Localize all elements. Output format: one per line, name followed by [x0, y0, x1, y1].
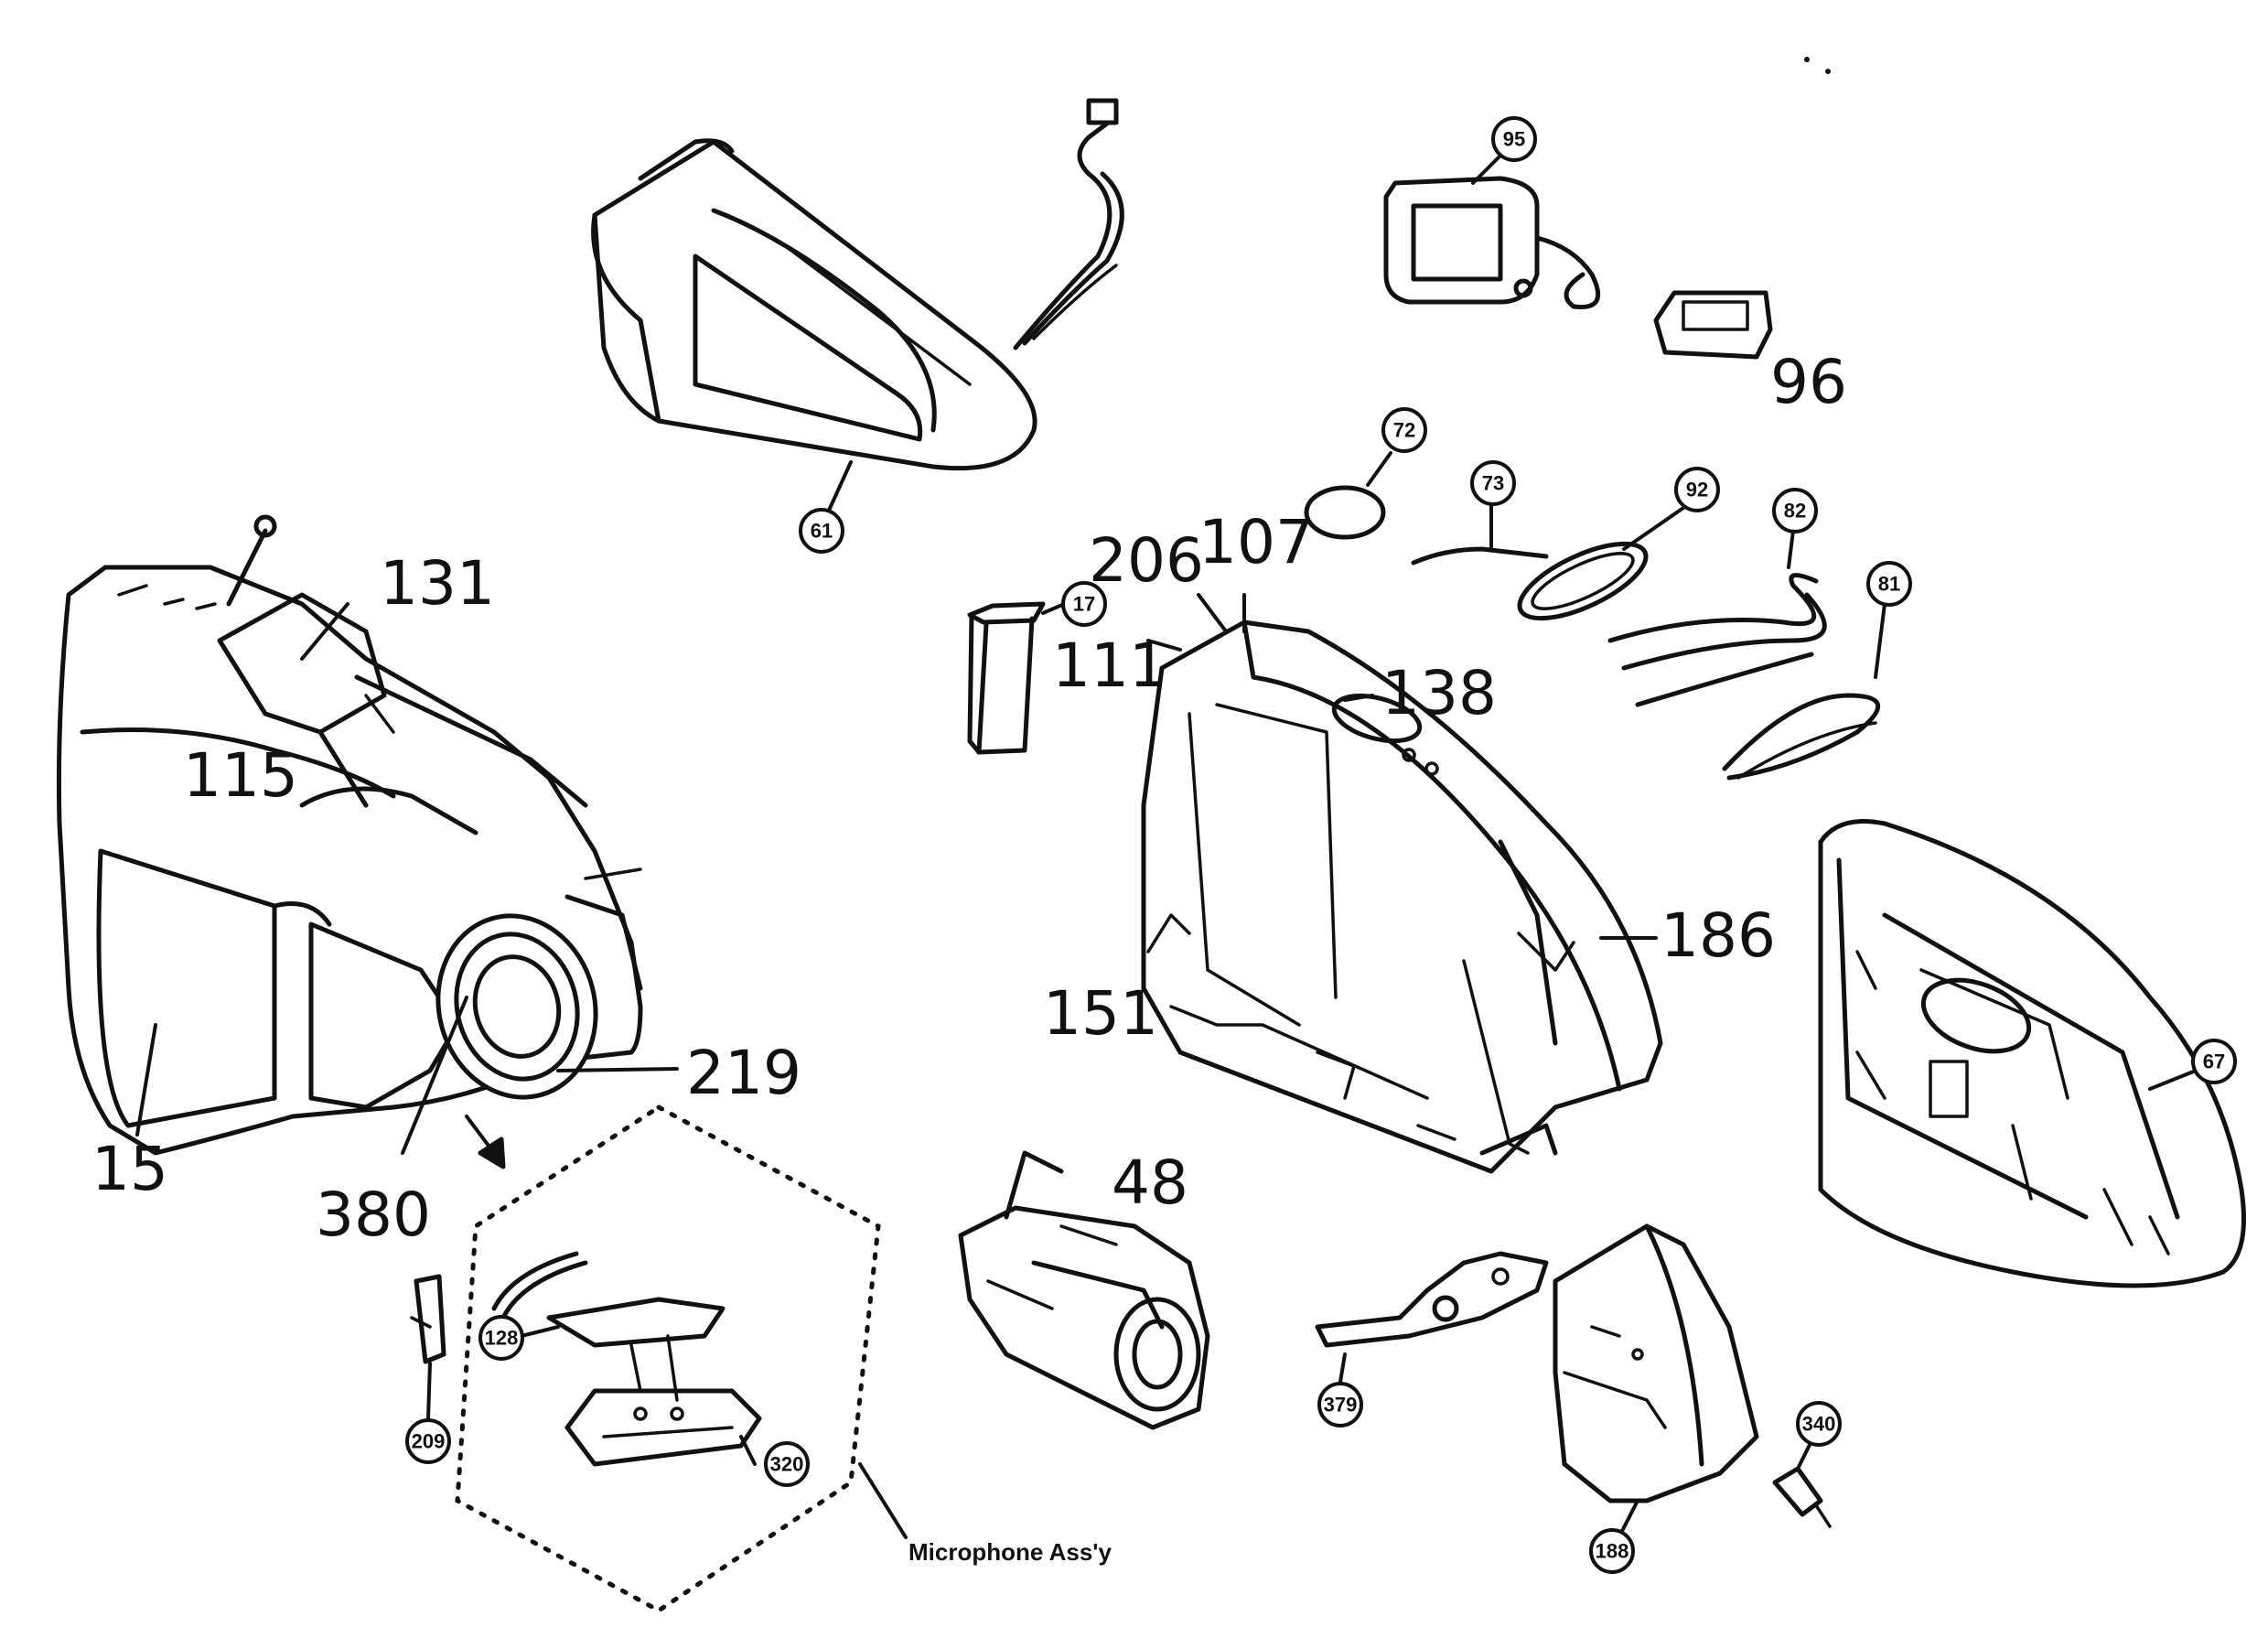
microphone-part-128 [491, 1251, 726, 1402]
callout-61: 61 [799, 508, 844, 554]
label-186: 186 [1661, 900, 1776, 971]
lever-part-379 [1315, 1251, 1549, 1348]
camcorder-body [56, 514, 643, 1156]
callout-209: 209 [405, 1418, 451, 1464]
label-115: 115 [183, 740, 298, 811]
ring-part-92 [1517, 541, 1649, 621]
lens-unit-part-48 [958, 1150, 1210, 1430]
scan-speck [1825, 69, 1831, 74]
callout-320: 320 [764, 1441, 810, 1487]
label-111: 111 [1052, 630, 1167, 701]
microphone-board-part-320 [564, 1388, 762, 1467]
callout-92: 92 [1674, 467, 1720, 512]
svg-text:73: 73 [1482, 472, 1504, 495]
svg-text:67: 67 [2203, 1051, 2225, 1073]
label-138: 138 [1381, 658, 1497, 728]
callout-67: 67 [2191, 1039, 2237, 1084]
av-cable-part-82 [1607, 573, 1827, 707]
callout-82: 82 [1772, 488, 1818, 533]
main-chassis-frame [1141, 620, 1663, 1174]
bracket-part-17 [967, 601, 1046, 755]
svg-text:95: 95 [1503, 128, 1525, 151]
callout-379: 379 [1317, 1382, 1363, 1428]
svg-text:340: 340 [1802, 1413, 1836, 1436]
charger-part-95 [1383, 176, 1601, 310]
svg-text:128: 128 [485, 1327, 519, 1350]
clip-part-209 [410, 1274, 446, 1364]
callout-188: 188 [1589, 1528, 1635, 1574]
svg-text:379: 379 [1324, 1394, 1358, 1417]
svg-text:188: 188 [1596, 1540, 1629, 1563]
svg-text:61: 61 [811, 520, 833, 543]
viewfinder-part-61 [591, 98, 1124, 471]
svg-text:72: 72 [1393, 419, 1415, 442]
svg-text:92: 92 [1686, 479, 1708, 501]
label-131: 131 [380, 548, 495, 619]
callout-73: 73 [1470, 460, 1516, 506]
label-380: 380 [316, 1180, 431, 1250]
label-206: 206 [1089, 525, 1204, 596]
scan-speck [1804, 57, 1810, 62]
lens-cap-part-72 [1304, 485, 1386, 540]
cover-part-188 [1553, 1223, 1759, 1503]
battery-part-96 [1653, 290, 1773, 360]
callout-17: 17 [1061, 581, 1107, 627]
callout-81: 81 [1866, 561, 1912, 607]
label-15: 15 [91, 1134, 168, 1204]
screw-part-340 [1772, 1466, 1832, 1528]
side-panel-part-67 [1818, 819, 2246, 1288]
svg-text:82: 82 [1784, 500, 1806, 523]
svg-text:209: 209 [412, 1430, 446, 1453]
callout-95: 95 [1491, 116, 1537, 162]
svg-text:17: 17 [1073, 593, 1095, 616]
label-219: 219 [686, 1038, 801, 1108]
svg-text:320: 320 [770, 1453, 804, 1476]
label-48: 48 [1112, 1148, 1188, 1218]
svg-text:81: 81 [1878, 573, 1900, 596]
microphone-assembly-outline [455, 1104, 881, 1613]
strap-part-73 [1411, 546, 1549, 566]
callout-128: 128 [478, 1315, 524, 1361]
microphone-assembly-caption: Microphone Ass'y [908, 1538, 1112, 1566]
callout-340: 340 [1796, 1401, 1842, 1447]
label-96: 96 [1770, 347, 1847, 417]
arrow-to-microphone [465, 1115, 506, 1169]
label-151: 151 [1043, 978, 1158, 1049]
label-107: 107 [1198, 507, 1314, 577]
cable-part-81 [1722, 693, 1880, 781]
callout-72: 72 [1381, 407, 1427, 453]
